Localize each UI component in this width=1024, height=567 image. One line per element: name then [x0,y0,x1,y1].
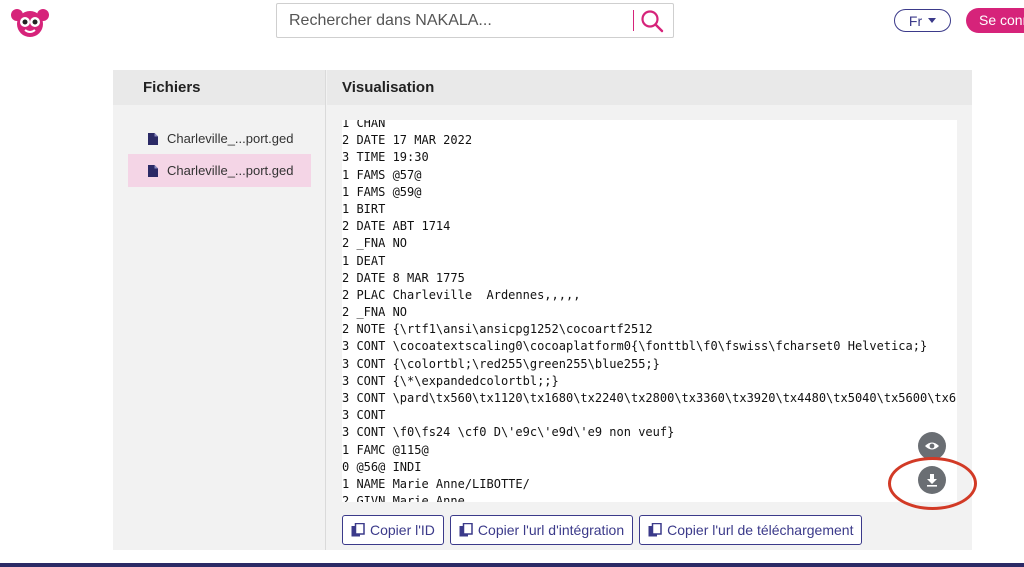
code-line: 2 DATE 8 MAR 1775 [342,270,465,285]
login-button[interactable]: Se connecter [966,8,1024,33]
language-selector[interactable]: Fr [894,9,951,32]
code-line: 3 CONT \cocoatextscaling0\cocoaplatform0… [342,339,928,354]
code-line: 2 _FNA NO [342,236,408,251]
search-input[interactable] [277,4,627,37]
code-line: 2 _FNA NO [342,305,408,320]
code-line: 3 CONT \pard\tx560\tx1120\tx1680\tx2240\… [342,391,957,405]
copy-id-label: Copier l'ID [370,522,435,538]
annotation-circle [888,457,977,510]
language-label: Fr [908,12,923,29]
file-name: Charleville_...port.ged [167,163,294,178]
files-column: Fichiers Charleville_...port.ged Charlev… [113,70,326,550]
code-line: 1 FAMS @59@ [342,184,422,199]
code-line: 2 NOTE {\rtf1\ansi\ansicpg1252\cocoartf2… [342,322,653,337]
action-buttons: Copier l'ID Copier l'url d'intégration C… [342,515,863,545]
eye-icon [925,442,939,450]
copy-embed-url-label: Copier l'url d'intégration [477,522,625,538]
search-icon [641,10,664,33]
file-item-selected[interactable]: Charleville_...port.ged [128,154,311,187]
code-line: 3 CONT {\*\expandedcolortbl;;} [342,373,559,388]
footer-bar [0,563,1024,567]
chevron-down-icon [928,18,937,23]
code-line: 0 @56@ INDI [342,459,422,474]
code-line: 2 DATE 17 MAR 2022 [342,133,473,148]
code-line: 1 FAMS @57@ [342,167,422,182]
nakala-logo[interactable] [10,6,50,40]
file-icon [148,164,158,177]
code-line: 3 TIME 19:30 [342,150,429,165]
code-line: 1 DEAT [342,253,386,268]
copy-embed-url-button[interactable]: Copier l'url d'intégration [449,515,634,545]
files-header: Fichiers [113,70,325,105]
code-line: 3 CONT {\colortbl;\red255\green255\blue2… [342,356,660,371]
copy-icon [459,523,473,537]
code-line: 2 PLAC Charleville Ardennes,,,,, [342,287,581,302]
top-header: Fr Se connecter [0,0,1024,49]
copy-icon [351,523,365,537]
file-item[interactable]: Charleville_...port.ged [128,122,311,155]
copy-download-url-button[interactable]: Copier l'url de téléchargement [639,515,863,545]
search-button[interactable] [639,8,665,34]
code-line: 2 GIVN Marie Anne [342,494,465,502]
code-line: 1 CHAN [342,120,386,130]
code-line: 3 CONT [342,408,386,423]
file-content: 1 CHAN 2 DATE 17 MAR 2022 3 TIME 19:30 1 FA… [342,120,957,502]
data-panel: Fichiers Charleville_...port.ged Charlev… [113,70,977,550]
code-line: 1 BIRT [342,201,386,216]
copy-icon [648,523,662,537]
file-icon [148,132,158,145]
search-box [276,3,674,38]
search-divider [633,10,634,31]
file-name: Charleville_...port.ged [167,131,294,146]
visualisation-column: Visualisation 1 CHAN 2 DATE 17 MAR 2022 3 … [327,70,972,550]
file-preview[interactable]: 1 CHAN 2 DATE 17 MAR 2022 3 TIME 19:30 1 FA… [342,120,957,502]
copy-download-url-label: Copier l'url de téléchargement [667,522,854,538]
preview-button[interactable] [918,432,946,460]
code-line: 1 FAMC @115@ [342,442,429,457]
code-line: 1 NAME Marie Anne/LIBOTTE/ [342,476,530,491]
copy-id-button[interactable]: Copier l'ID [342,515,444,545]
code-line: 2 DATE ABT 1714 [342,219,451,234]
visualisation-header: Visualisation [327,70,972,105]
code-line: 3 CONT \f0\fs24 \cf0 D\'e9c\'e9d\'e9 non… [342,425,675,440]
